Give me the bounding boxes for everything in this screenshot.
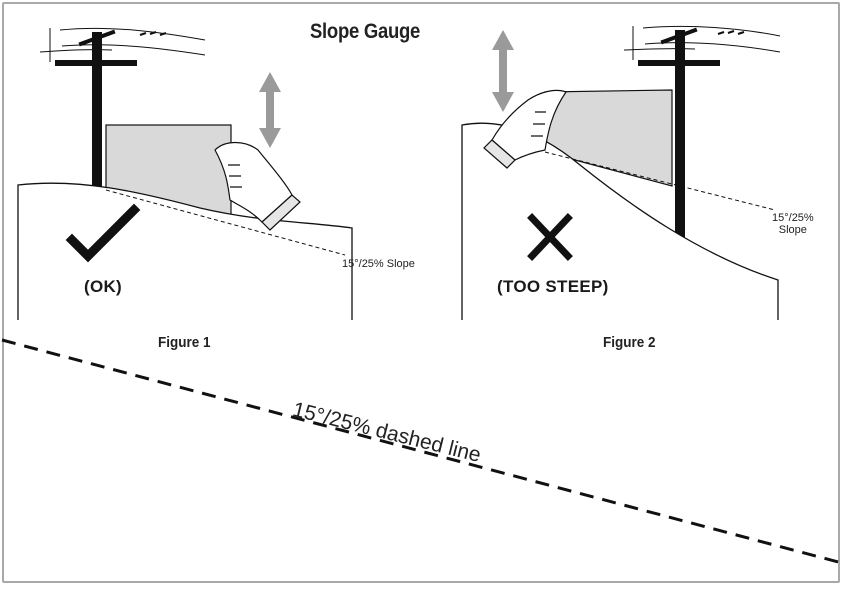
figure-2-verdict: (TOO STEEP) [497,277,609,296]
figure-1-verdict: (OK) [84,277,123,296]
figure-1-hand-icon [214,141,301,231]
figure-2-utility-pole [638,27,720,248]
figure-2-hand-icon [483,89,567,169]
figure-1-up-down-arrow-icon [259,72,281,148]
figure-2-illustration [461,25,781,320]
figure-2-slope-dashed-line [544,151,776,211]
figure-1-caption: Figure 1 [158,334,211,351]
x-mark-icon [527,213,573,261]
figure-1-slope-label: 15°/25% Slope [342,258,415,270]
figure-1-slope-dashed-line [105,189,346,256]
reference-dashed-line [1,338,843,565]
diagram-frame [2,2,840,583]
figure-1-utility-pole [55,29,137,190]
figure-2-up-down-arrow-icon [492,30,514,112]
checkmark-icon [65,203,141,263]
figure-2-slope-label-line1: 15°/25% [772,212,814,224]
figure-2-slope-label: 15°/25% Slope [772,212,814,236]
figure-2-wires [623,25,781,60]
figure-1-illustration [17,27,353,320]
figure-2-ground [461,122,779,320]
figure-2-slope-label-line2: Slope [778,224,807,236]
figure-1-ground [17,182,353,320]
page-title: Slope Gauge [310,20,421,43]
figure-2-caption: Figure 2 [603,334,656,351]
figure-1-wires [39,27,206,62]
